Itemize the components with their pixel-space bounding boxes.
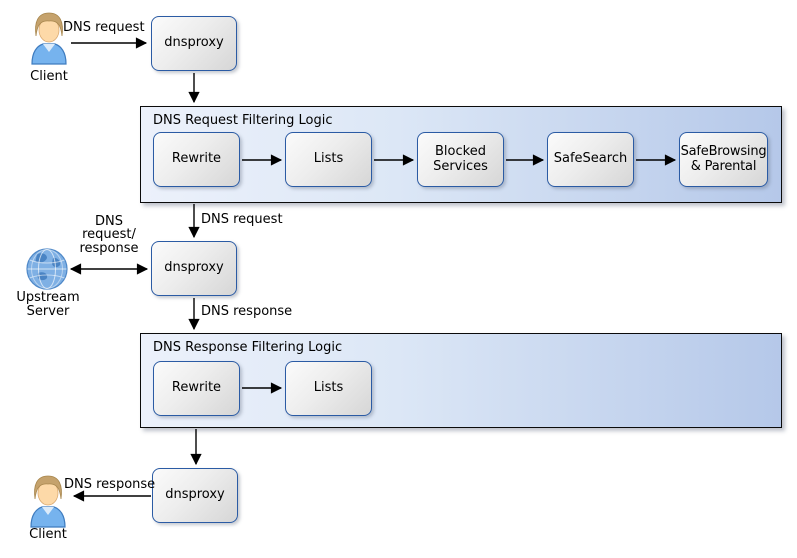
person-icon: [31, 12, 67, 65]
step-node-lists-response: Lists: [285, 361, 372, 416]
step-node-rewrite-response: Rewrite: [153, 361, 240, 416]
edge-label-dns-request-top: DNS request: [63, 20, 145, 35]
response-filtering-title: DNS Response Filtering Logic: [153, 340, 343, 355]
step-node-blocked-services: Blocked Services: [417, 132, 504, 187]
upstream-label-line-2: Server: [26, 303, 70, 319]
edge-label-dns-response-mid: DNS response: [201, 304, 293, 319]
upstream-server-label: Upstream Server: [8, 291, 88, 318]
client-bottom-label: Client: [29, 527, 67, 542]
step-node-rewrite-request: Rewrite: [153, 132, 240, 187]
dnsproxy-node-bottom: dnsproxy: [152, 468, 238, 523]
upstream-link-line-1: DNS: [95, 214, 123, 229]
upstream-link-line-2: request/: [82, 227, 136, 243]
step-node-safebrowsing-parental: SafeBrowsing & Parental: [679, 132, 768, 187]
edge-label-dns-response-bottom: DNS response: [64, 477, 156, 492]
dnsproxy-node-top: dnsproxy: [151, 16, 237, 71]
request-filtering-title: DNS Request Filtering Logic: [153, 113, 333, 128]
step-node-safesearch: SafeSearch: [547, 132, 634, 187]
client-top-figure: [28, 11, 70, 69]
dnsproxy-node-middle: dnsproxy: [151, 241, 237, 296]
response-filtering-container: DNS Response Filtering Logic: [140, 333, 782, 428]
upstream-server-figure: [25, 247, 69, 295]
edge-label-upstream-link: DNS request/ response: [70, 215, 148, 255]
person-icon: [30, 475, 66, 528]
client-top-label: Client: [30, 69, 68, 84]
step-node-lists-request: Lists: [285, 132, 372, 187]
globe-icon: [26, 248, 68, 290]
client-bottom-figure: [27, 474, 69, 532]
edge-label-dns-request-mid: DNS request: [201, 212, 283, 227]
upstream-label-line-1: Upstream: [16, 290, 80, 305]
upstream-link-line-3: response: [79, 240, 139, 256]
